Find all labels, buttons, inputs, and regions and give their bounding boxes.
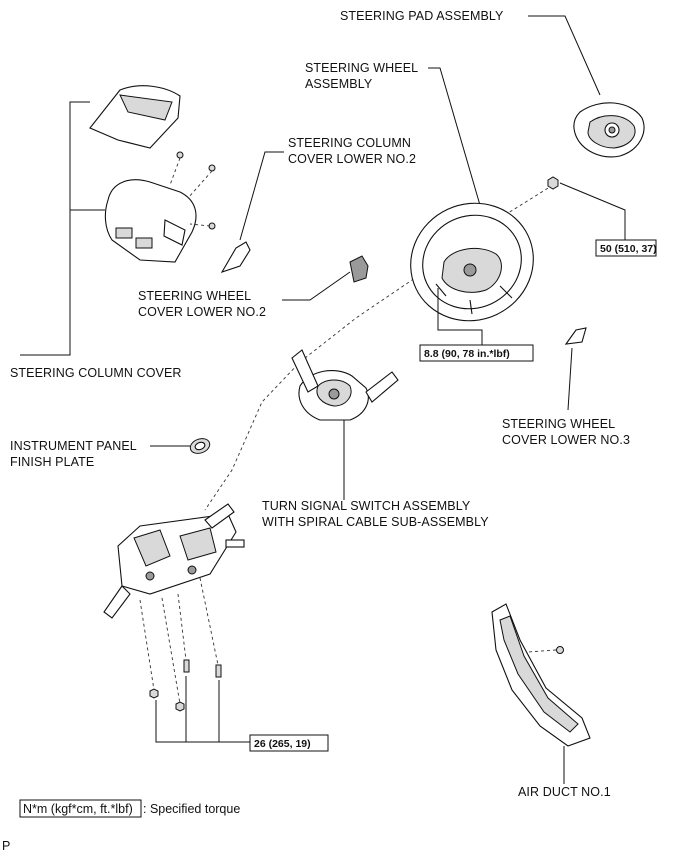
- label-turn-signal-1: TURN SIGNAL SWITCH ASSEMBLY: [262, 499, 471, 513]
- air-duct-part[interactable]: [491, 603, 591, 747]
- label-wheel-cover-lower-no3-1: STEERING WHEEL: [502, 417, 615, 431]
- label-air-duct-no1: AIR DUCT NO.1: [518, 785, 611, 799]
- leader-bolt-8-8: [437, 288, 483, 345]
- turn-signal-switch-part[interactable]: [291, 349, 399, 421]
- label-steering-pad-assembly: STEERING PAD ASSEMBLY: [340, 9, 504, 23]
- label-wheel-cover-lower-no2-2: COVER LOWER NO.2: [138, 305, 266, 319]
- column-bolt-dash-1: [139, 599, 155, 691]
- leader-nut-50: [559, 182, 626, 240]
- column-bolt-dash-4: [199, 577, 219, 666]
- cover-screw-2[interactable]: [208, 164, 216, 172]
- label-turn-signal-2: WITH SPIRAL CABLE SUB-ASSEMBLY: [262, 515, 489, 529]
- screw-dash-1: [169, 157, 181, 186]
- steering-column-cover-upper-part[interactable]: [89, 85, 181, 149]
- leader-steering-column-cover: [20, 101, 105, 356]
- column-bolt-3[interactable]: [183, 659, 190, 673]
- steering-wheel-part[interactable]: [391, 183, 552, 341]
- cover-screw-1[interactable]: [176, 151, 184, 159]
- label-instrument-panel-1: INSTRUMENT PANEL: [10, 439, 137, 453]
- torque-box-26: [249, 734, 329, 752]
- steering-pad-part[interactable]: [573, 102, 645, 158]
- legend-box-text: N*m (kgf*cm, ft.*lbf): [23, 802, 133, 816]
- legend-box: [19, 799, 142, 818]
- steering-wheel-nut[interactable]: [547, 176, 559, 190]
- leader-wheel-cover-lower-no3: [567, 347, 573, 411]
- steering-column-part[interactable]: [103, 503, 245, 619]
- column-bolt-dash-2: [161, 597, 181, 705]
- legend-description: : Specified torque: [143, 802, 240, 816]
- leader-bolt-26: [155, 676, 250, 743]
- column-bolt-4[interactable]: [215, 664, 222, 678]
- column-cover-lower-no2-part[interactable]: [220, 241, 251, 273]
- torque-50: 50 (510, 37): [600, 243, 657, 255]
- label-column-cover-lower-no2-1: STEERING COLUMN: [288, 136, 411, 150]
- column-bolt-dash-3: [177, 593, 187, 661]
- column-nut-1[interactable]: [149, 688, 159, 699]
- leader-steering-pad: [528, 15, 601, 96]
- label-column-cover-lower-no2-2: COVER LOWER NO.2: [288, 152, 416, 166]
- wheel-cover-lower-no3-part[interactable]: [564, 327, 587, 345]
- screw-dash-2: [187, 170, 213, 199]
- leader-wheel-cover-lower-no2: [282, 271, 351, 301]
- instrument-panel-finish-plate-part[interactable]: [188, 436, 212, 456]
- air-duct-screw[interactable]: [556, 646, 564, 654]
- torque-box-8-8: [419, 344, 534, 362]
- column-nut-2[interactable]: [175, 701, 185, 712]
- label-steering-wheel-assembly-2: ASSEMBLY: [305, 77, 373, 91]
- label-instrument-panel-2: FINISH PLATE: [10, 455, 94, 469]
- steering-column-cover-lower-part[interactable]: [104, 179, 197, 263]
- leader-column-cover-lower-no2: [239, 151, 284, 241]
- label-steering-wheel-assembly-1: STEERING WHEEL: [305, 61, 418, 75]
- air-duct-screw-dash: [527, 649, 557, 653]
- torque-26: 26 (265, 19): [254, 738, 311, 750]
- footer-code: P: [2, 839, 10, 853]
- torque-8-8: 8.8 (90, 78 in.*lbf): [424, 348, 510, 360]
- torque-box-50: [595, 239, 657, 257]
- label-wheel-cover-lower-no3-2: COVER LOWER NO.3: [502, 433, 630, 447]
- label-wheel-cover-lower-no2-1: STEERING WHEEL: [138, 289, 251, 303]
- label-steering-column-cover: STEERING COLUMN COVER: [10, 366, 182, 380]
- leader-steering-wheel: [428, 67, 483, 213]
- wheel-cover-lower-no2-part[interactable]: [349, 255, 369, 283]
